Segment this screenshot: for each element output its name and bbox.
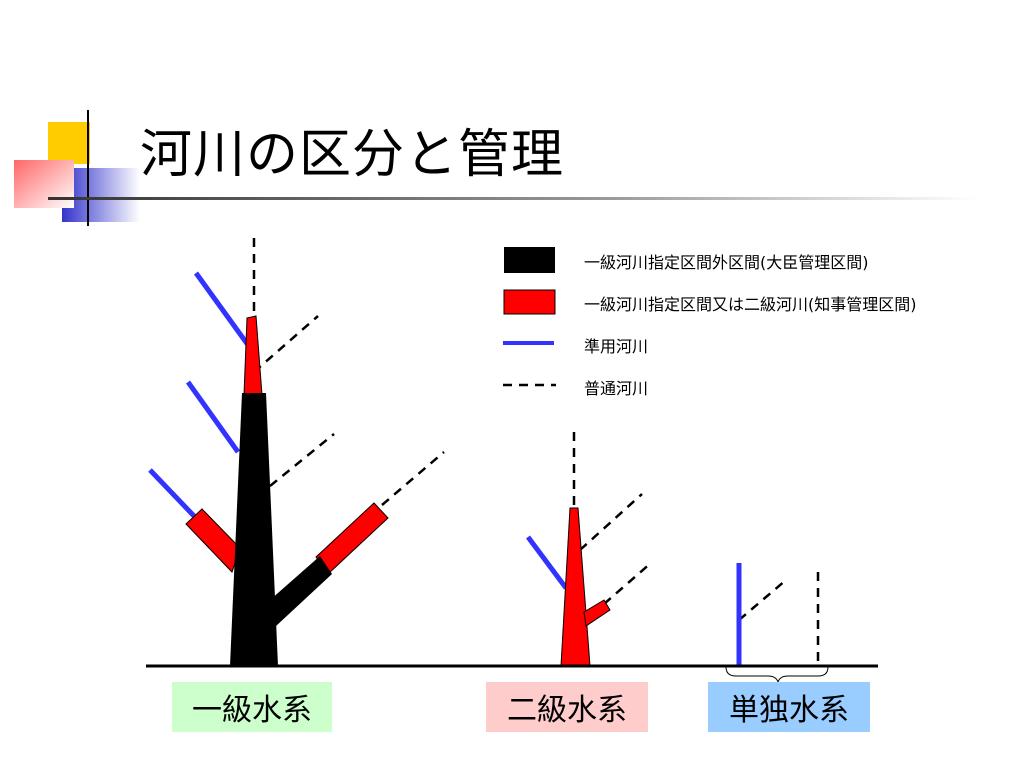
ordinary-river-branch-1	[253, 315, 319, 373]
municipal-river-4	[525, 535, 569, 590]
legend-label-municipal: 準用河川	[584, 337, 649, 356]
legend-black-block	[504, 247, 555, 273]
governor-river-second-branch	[583, 599, 611, 627]
title-underline	[48, 197, 978, 200]
ordinary-river-branch-2	[269, 433, 335, 487]
municipal-river-2	[185, 380, 241, 454]
ordinary-river-branch-3	[381, 451, 445, 506]
legend-label-ordinary: 普通河川	[584, 379, 649, 398]
ordinary-rivers	[252, 238, 820, 666]
ordinary-river-second-branch-2	[603, 561, 653, 605]
ordinary-river-second-branch-1	[579, 493, 643, 551]
governor-river-left-branch	[185, 508, 241, 573]
municipal-river-3	[148, 468, 196, 518]
minister-river-main	[230, 393, 278, 666]
governor-river-second-main	[560, 507, 591, 667]
system-label-single: 単独水系	[708, 682, 870, 732]
governor-river-main-upper	[243, 315, 263, 396]
municipal-river-1	[193, 271, 251, 347]
title-decoration	[14, 110, 978, 226]
governor-river-right-branch	[315, 502, 389, 575]
minister-river-right-tributary	[270, 556, 332, 626]
legend-label-minister: 一級河川指定区間外区間(大臣管理区間)	[584, 253, 869, 272]
ordinary-river-single-branch	[738, 579, 787, 621]
legend-red-block	[503, 289, 556, 315]
legend-label-governor: 一級河川指定区間又は二級河川(知事管理区間)	[584, 295, 917, 314]
system-label-class2: 二級水系	[486, 682, 648, 732]
minister-rivers	[230, 393, 332, 666]
system-label-class1: 一級水系	[172, 682, 332, 732]
deco-blue-square	[62, 168, 140, 222]
deco-yellow-square	[48, 122, 90, 164]
page-title: 河川の区分と管理	[140, 125, 565, 185]
single-system-brace	[725, 666, 829, 684]
municipal-rivers	[148, 271, 742, 666]
